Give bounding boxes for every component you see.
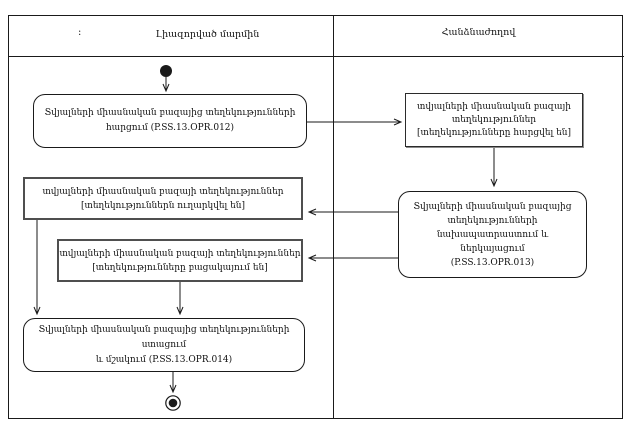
- node-text-line: (P.SS.13.OPR.013): [450, 257, 535, 268]
- lane-header-divider: [8, 56, 624, 57]
- initial-node: [160, 65, 172, 77]
- action-node-query-information: Տվյալների միասնական բազայից տեղեկություն…: [33, 94, 307, 148]
- node-text-line: տվյալների միասնական բազայի: [416, 101, 572, 112]
- node-text-line: [տեղեկությունները հարցվել են]: [417, 127, 571, 138]
- header-colon-mark: :: [78, 27, 82, 38]
- node-text-line: տվյալների միասնական բազայի տեղեկությունն…: [59, 248, 301, 259]
- object-node-information-sent: տվյալների միասնական բազայի տեղեկությունն…: [23, 177, 303, 220]
- node-text-line: տվյալների միասնական բազայի տեղեկությունն…: [42, 186, 284, 197]
- lane-divider: [333, 15, 334, 419]
- final-node: [165, 395, 181, 411]
- node-text-line: և մշակում (P.SS.13.OPR.014): [95, 354, 233, 365]
- node-text-line: Տվյալների միասնական բազայից տեղեկություն…: [38, 324, 290, 350]
- node-text-line: [տեղեկությունները բացակայում են]: [92, 262, 268, 273]
- node-text-line: նախապատրաստում և: [436, 229, 549, 240]
- node-text-line: Տվյալների միասնական բազայից տեղեկություն…: [44, 108, 296, 118]
- node-text-line: ներկայացում: [460, 243, 525, 254]
- action-node-prepare-present-information: Տվյալների միասնական բազայից տեղեկություն…: [398, 191, 587, 278]
- object-node-information-missing: տվյալների միասնական բազայի տեղեկությունն…: [57, 239, 303, 282]
- node-text-line: [տեղեկություններն ուղարկվել են]: [80, 200, 245, 211]
- node-text-line: տեղեկությունների: [447, 215, 538, 226]
- node-text-line: տեղեկություններ: [451, 114, 537, 125]
- object-node-information-requested: տվյալների միասնական բազայի տեղեկությունն…: [405, 93, 583, 147]
- node-text-line: Տվյալների միասնական բազայից: [413, 201, 572, 212]
- lane-header-authorized-body: Լիազորված մարմին: [155, 29, 260, 40]
- action-node-receive-process-information: Տվյալների միասնական բազայից տեղեկություն…: [23, 318, 305, 372]
- node-text-line: հարցում (P.SS.13.OPR.012): [105, 123, 235, 133]
- lane-header-commission: Հանձնաժողով: [441, 27, 516, 38]
